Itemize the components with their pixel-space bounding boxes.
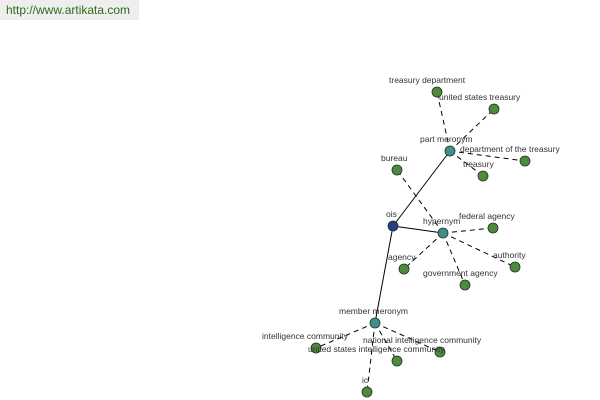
labels-layer: ois hypernym part meronym member meronym tre… — [262, 75, 560, 385]
edge-ois-to-part-meronym — [392, 150, 451, 227]
label-bureau: bureau — [381, 153, 408, 163]
edge-member-meronym-to-ic — [366, 322, 376, 393]
edge-hypernym-to-federal-agency — [442, 227, 494, 234]
label-treasury: treasury — [463, 159, 494, 169]
edges-layer — [315, 91, 526, 393]
label-ois: ois — [386, 209, 397, 219]
source-link[interactable]: http://www.artikata.com — [0, 0, 139, 20]
node-national-intelligence-community[interactable] — [434, 346, 446, 358]
edge-ois-to-hypernym — [392, 225, 444, 234]
edge-member-meronym-to-national-intelligence-community — [374, 322, 441, 353]
node-department-of-the-treasury[interactable] — [519, 155, 531, 167]
nodes-layer — [310, 86, 531, 398]
node-treasury-department[interactable] — [431, 86, 443, 98]
label-government-agency: government agency — [423, 268, 498, 278]
label-part-meronym: part meronym — [420, 134, 472, 144]
node-agency[interactable] — [398, 263, 410, 275]
edge-member-meronym-to-intelligence-community — [315, 322, 376, 349]
label-authority: authority — [493, 250, 526, 260]
label-federal-agency: federal agency — [459, 211, 516, 221]
edge-hypernym-to-authority — [442, 232, 516, 268]
edge-ois-to-member-meronym — [374, 225, 394, 324]
label-intelligence-community: intelligence community — [262, 331, 349, 341]
edge-part-meronym-to-united-states-treasury — [449, 108, 495, 152]
edge-part-meronym-to-department-of-the-treasury — [449, 150, 526, 162]
edge-hypernym-to-agency — [403, 232, 444, 270]
label-department-of-the-treasury: department of the treasury — [460, 144, 560, 154]
label-united-states-intelligence-community: united states intelligence community — [308, 344, 445, 354]
label-agency: agency — [388, 252, 416, 262]
label-national-intelligence-community: national intelligence community — [363, 335, 482, 345]
node-intelligence-community[interactable] — [310, 342, 322, 354]
edge-hypernym-to-bureau — [396, 169, 444, 234]
node-ic[interactable] — [361, 386, 373, 398]
edge-hypernym-to-government-agency — [442, 232, 466, 286]
node-federal-agency[interactable] — [487, 222, 499, 234]
label-united-states-treasury: united states treasury — [439, 92, 521, 102]
label-treasury-department: treasury department — [389, 75, 466, 85]
node-united-states-intelligence-community[interactable] — [391, 355, 403, 367]
node-member-meronym[interactable] — [369, 317, 381, 329]
node-authority[interactable] — [509, 261, 521, 273]
node-ois[interactable] — [387, 220, 399, 232]
edge-part-meronym-to-treasury-department — [436, 91, 451, 152]
node-united-states-treasury[interactable] — [488, 103, 500, 115]
edge-part-meronym-to-treasury — [449, 150, 484, 177]
node-treasury[interactable] — [477, 170, 489, 182]
label-ic: ic — [362, 375, 369, 385]
label-hypernym: hypernym — [423, 216, 460, 226]
label-member-meronym: member meronym — [339, 306, 408, 316]
node-part-meronym[interactable] — [444, 145, 456, 157]
edge-member-meronym-to-united-states-intelligence-community — [374, 322, 398, 362]
node-bureau[interactable] — [391, 164, 403, 176]
node-hypernym[interactable] — [437, 227, 449, 239]
node-government-agency[interactable] — [459, 279, 471, 291]
